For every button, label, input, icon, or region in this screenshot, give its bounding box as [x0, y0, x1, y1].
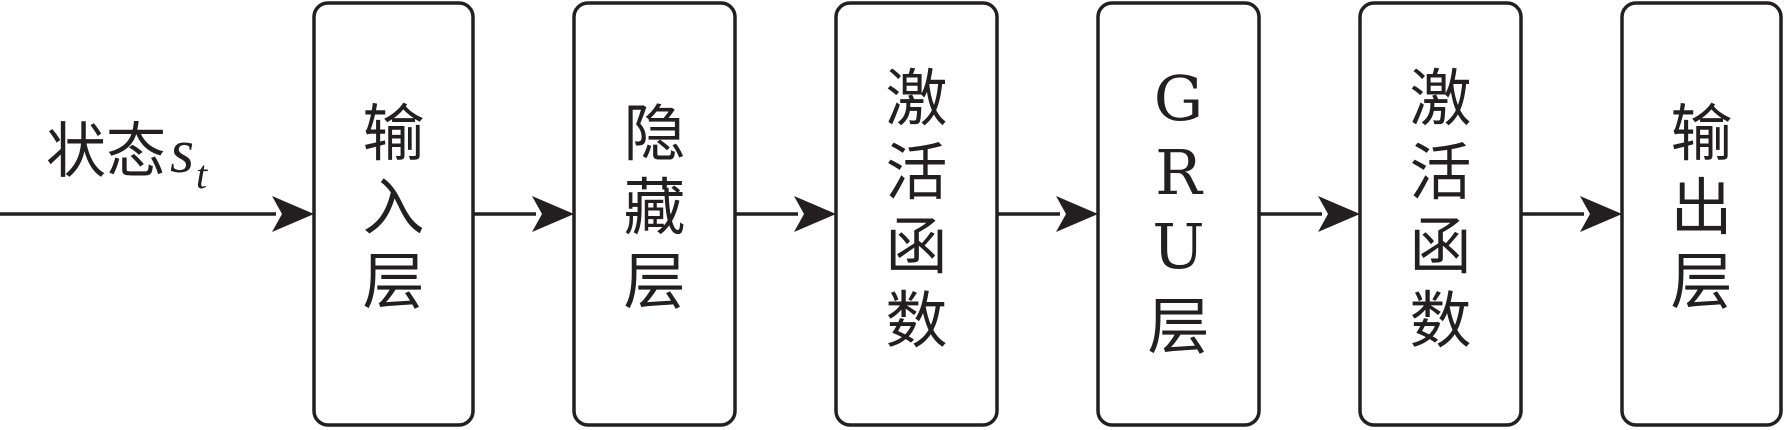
block-output-layer: 输 出 层 — [1620, 1, 1783, 427]
block-label-char: 层 — [623, 245, 685, 318]
block-label-char: 数 — [885, 284, 947, 357]
block-label-char: 函 — [885, 210, 947, 283]
block-label-char: 活 — [1409, 136, 1471, 209]
block-label-char: 隐 — [623, 97, 685, 170]
block-box — [1096, 1, 1261, 427]
connectors — [0, 196, 1622, 232]
block-label-char: 入 — [362, 171, 424, 244]
block-box — [1620, 1, 1783, 427]
arrowhead — [272, 196, 314, 232]
block-gru-layer: G R U 层 — [1096, 1, 1261, 427]
block-label-char: G — [1154, 62, 1204, 135]
connector-gru-layer-to-activation-2 — [1259, 196, 1360, 232]
block-label-char: 数 — [1409, 284, 1471, 357]
input-subscript: t — [196, 152, 208, 197]
input-label-text: 状态 — [46, 117, 166, 187]
arrowhead — [1056, 196, 1098, 232]
connector-activation-1-to-gru-layer — [997, 196, 1098, 232]
block-label-char: 输 — [1670, 97, 1732, 170]
block-box — [312, 1, 475, 427]
input-state-label: 状态 s t — [46, 117, 208, 197]
block-activation-function-2: 激 活 函 数 — [1358, 1, 1523, 427]
block-label-char: 藏 — [623, 171, 685, 244]
block-label-char: 层 — [362, 245, 424, 318]
connector-hidden-layer-to-activation-1 — [735, 196, 836, 232]
arrowhead — [1580, 196, 1622, 232]
block-label-char: 激 — [1409, 62, 1471, 135]
block-box — [1358, 1, 1523, 427]
block-label-char: 活 — [885, 136, 947, 209]
connector-input-layer-to-hidden-layer — [473, 196, 574, 232]
block-label-char: R — [1155, 136, 1204, 209]
block-hidden-layer: 隐 藏 层 — [572, 1, 737, 427]
arrowhead — [1318, 196, 1360, 232]
block-label-char: 函 — [1409, 210, 1471, 283]
block-label-char: 出 — [1670, 171, 1732, 244]
block-box — [834, 1, 999, 427]
block-label-char: 激 — [885, 62, 947, 135]
block-input-layer: 输 入 层 — [312, 1, 475, 427]
block-label-char: 输 — [362, 97, 424, 170]
block-label-char: 层 — [1147, 290, 1209, 363]
block-label-char: U — [1152, 210, 1204, 283]
input-symbol: s — [170, 118, 194, 186]
arrowhead — [532, 196, 574, 232]
block-activation-function-1: 激 活 函 数 — [834, 1, 999, 427]
block-label-char: 层 — [1670, 245, 1732, 318]
block-box — [572, 1, 737, 427]
arrowhead — [794, 196, 836, 232]
connector-activation-2-to-output-layer — [1521, 196, 1622, 232]
connector-input-to-input-layer — [0, 196, 314, 232]
